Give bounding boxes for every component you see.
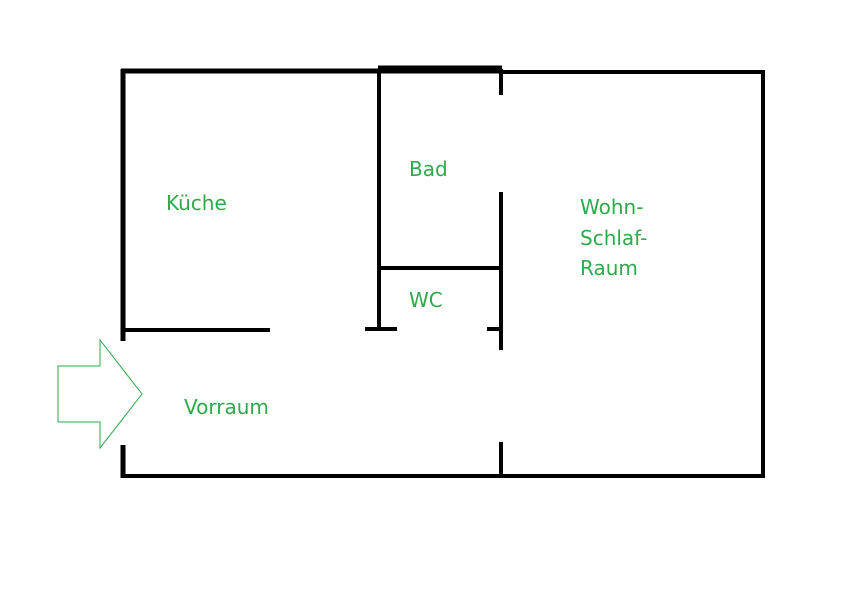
label-wohn-line3: Raum (580, 256, 638, 280)
label-wohn-line1: Wohn- (580, 195, 643, 219)
label-wc: WC (409, 288, 443, 312)
label-bad: Bad (409, 157, 448, 181)
label-kueche: Küche (166, 191, 227, 215)
room-labels: Küche Bad WC Vorraum Wohn- Schlaf- Raum (166, 157, 647, 419)
entrance-arrow-icon (57, 338, 143, 450)
label-vorraum: Vorraum (184, 395, 269, 419)
label-wohn-line2: Schlaf- (580, 226, 647, 250)
walls (120, 65, 765, 478)
